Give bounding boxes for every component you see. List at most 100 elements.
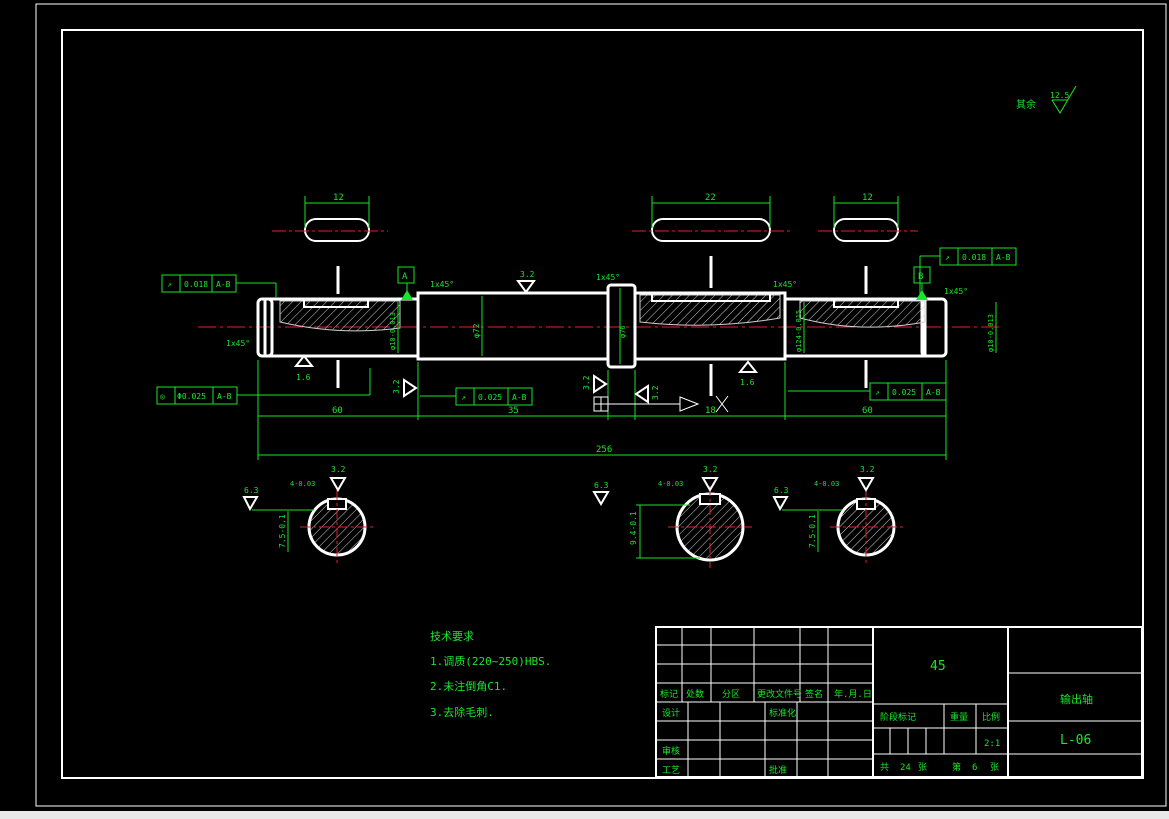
tol-runout-mid-symbol: ↗	[461, 393, 466, 402]
tol-concentric-symbol: ◎	[160, 392, 165, 401]
chamfer-label-1: 1x45°	[430, 280, 454, 289]
sec2-roughness-32: 3.2	[703, 465, 718, 474]
tb-sheet-no: 6	[972, 763, 977, 773]
dim-dia-mid: φ72	[472, 323, 481, 338]
sec3-key-dim: 4-0.03	[814, 480, 839, 488]
datum-b-label: B	[918, 272, 923, 282]
sec1-roughness-32: 3.2	[331, 465, 346, 474]
dim-dia-right2: φ10-0.013	[987, 314, 995, 352]
chamfer-label-5: 1x45°	[226, 339, 250, 348]
tol-datum-rt: A-B	[996, 253, 1011, 262]
tb-scale: 2:1	[984, 739, 1000, 749]
surface-finish-label: 其余	[1016, 98, 1036, 111]
title-part-name: 输出轴	[1060, 692, 1093, 706]
chamfer-label-3: 1x45°	[773, 280, 797, 289]
roughness-r16-b: 1.6	[740, 378, 755, 387]
tol-datum-conc: A-B	[217, 392, 232, 401]
key-width-dims	[304, 196, 899, 228]
tech-req-line1: 1.调质(220~250)HBS.	[430, 655, 551, 668]
tb-stage: 阶段标记	[880, 711, 916, 723]
surface-finish-value: 12.5	[1050, 91, 1069, 100]
tb-mark: 标记	[660, 688, 678, 700]
dim-dia-right1: φ124-0.015	[795, 310, 803, 352]
tb-check: 审核	[662, 745, 680, 757]
tb-design: 设计	[662, 707, 680, 719]
tol-runout-right-top: 0.018	[962, 253, 986, 262]
tol-runout-mid: 0.025	[478, 393, 502, 402]
tb-zone: 分区	[722, 689, 740, 700]
title-material: 45	[930, 659, 946, 674]
tb-date: 年.月.日	[834, 688, 872, 700]
tol-concentric: Φ0.025	[177, 392, 206, 401]
dim-key2-width: 22	[705, 193, 716, 203]
datum-b	[913, 266, 931, 300]
dim-seg1: 60	[332, 406, 343, 416]
tb-count: 处数	[686, 688, 704, 700]
keyway-section-mid	[639, 294, 781, 326]
dim-dia-left: φ10-0.013	[389, 312, 397, 350]
tolerance-frames	[156, 247, 1017, 406]
tb-total-label: 共	[880, 762, 889, 773]
tb-approve: 批准	[769, 764, 787, 776]
status-bar	[0, 811, 1169, 819]
tb-docno: 更改文件号	[757, 688, 802, 700]
sec1-key-dim: 4-0.03	[290, 480, 315, 488]
tol-datum-left: A-B	[216, 280, 231, 289]
technical-requirements: 技术要求 1.调质(220~250)HBS. 2.未注倒角C1. 3.去除毛刺.	[430, 630, 551, 719]
ucs-icon	[593, 395, 729, 413]
keyway-section-left	[279, 300, 401, 332]
chamfer-label-4: 1x45°	[944, 287, 968, 296]
outer-frame	[35, 3, 1167, 807]
tol-runout-rb-symbol: ↗	[875, 388, 880, 397]
roughness-r32-d: 3.2	[651, 385, 660, 400]
datum-a	[397, 266, 415, 300]
tb-total-sheets: 24	[900, 763, 911, 773]
dim-seg3: 18	[705, 406, 716, 416]
tb-std: 标准化	[769, 707, 796, 719]
tb-sign: 签名	[805, 688, 823, 700]
tech-req-line3: 3.去除毛刺.	[430, 705, 494, 719]
keyway-right	[833, 298, 899, 308]
dim-total: 256	[596, 445, 612, 455]
chamfer-label-2: 1x45°	[596, 273, 620, 282]
tol-runout-rt-symbol: ↗	[945, 253, 950, 262]
tb-weight: 重量	[950, 711, 968, 723]
section-view-2	[592, 477, 752, 568]
tol-datum-rb: A-B	[926, 388, 941, 397]
sec2-depth: 9.4-0.1	[629, 511, 638, 545]
section-view-1	[242, 477, 374, 564]
dim-key3-width: 12	[862, 193, 873, 203]
dim-seg4: 60	[862, 406, 873, 416]
sec3-roughness-32: 3.2	[860, 465, 875, 474]
sec2-roughness-63: 6.3	[594, 481, 609, 490]
section-cut-marks	[336, 256, 868, 396]
sec2-key-dim: 4-0.03	[658, 480, 683, 488]
tb-sheet-unit: 张	[990, 762, 999, 773]
roughness-symbols	[293, 280, 759, 404]
roughness-r32-b: 3.2	[392, 379, 401, 394]
tech-req-line2: 2.未注倒角C1.	[430, 679, 507, 693]
tol-runout-right-bottom: 0.025	[892, 388, 916, 397]
section-view-3	[772, 477, 904, 564]
datum-a-label: A	[402, 272, 408, 282]
title-drawing-no: L-06	[1060, 733, 1091, 748]
tol-runout-left: 0.018	[184, 280, 208, 289]
sec1-depth: 7.5-0.1	[278, 514, 287, 548]
keyway-mid	[651, 292, 771, 302]
diameter-dims	[397, 288, 997, 364]
sec1-roughness-63: 6.3	[244, 486, 259, 495]
tol-datum-mid: A-B	[512, 393, 527, 402]
dim-dia-collar: φ76	[619, 325, 627, 338]
surface-finish-note: 其余 12.5	[1016, 85, 1077, 114]
key-top-views	[272, 218, 918, 242]
tb-scale-label: 比例	[982, 711, 1000, 723]
tb-sheets-unit: 张	[918, 762, 927, 773]
sec3-depth: 7.5-0.1	[808, 514, 817, 548]
title-block	[655, 626, 1143, 778]
length-dims	[257, 360, 947, 460]
inner-frame	[61, 29, 1144, 779]
roughness-r16-a: 1.6	[296, 373, 311, 382]
tol-runout-left-symbol: ↗	[167, 280, 172, 289]
tb-sheet-label: 第	[952, 761, 961, 773]
